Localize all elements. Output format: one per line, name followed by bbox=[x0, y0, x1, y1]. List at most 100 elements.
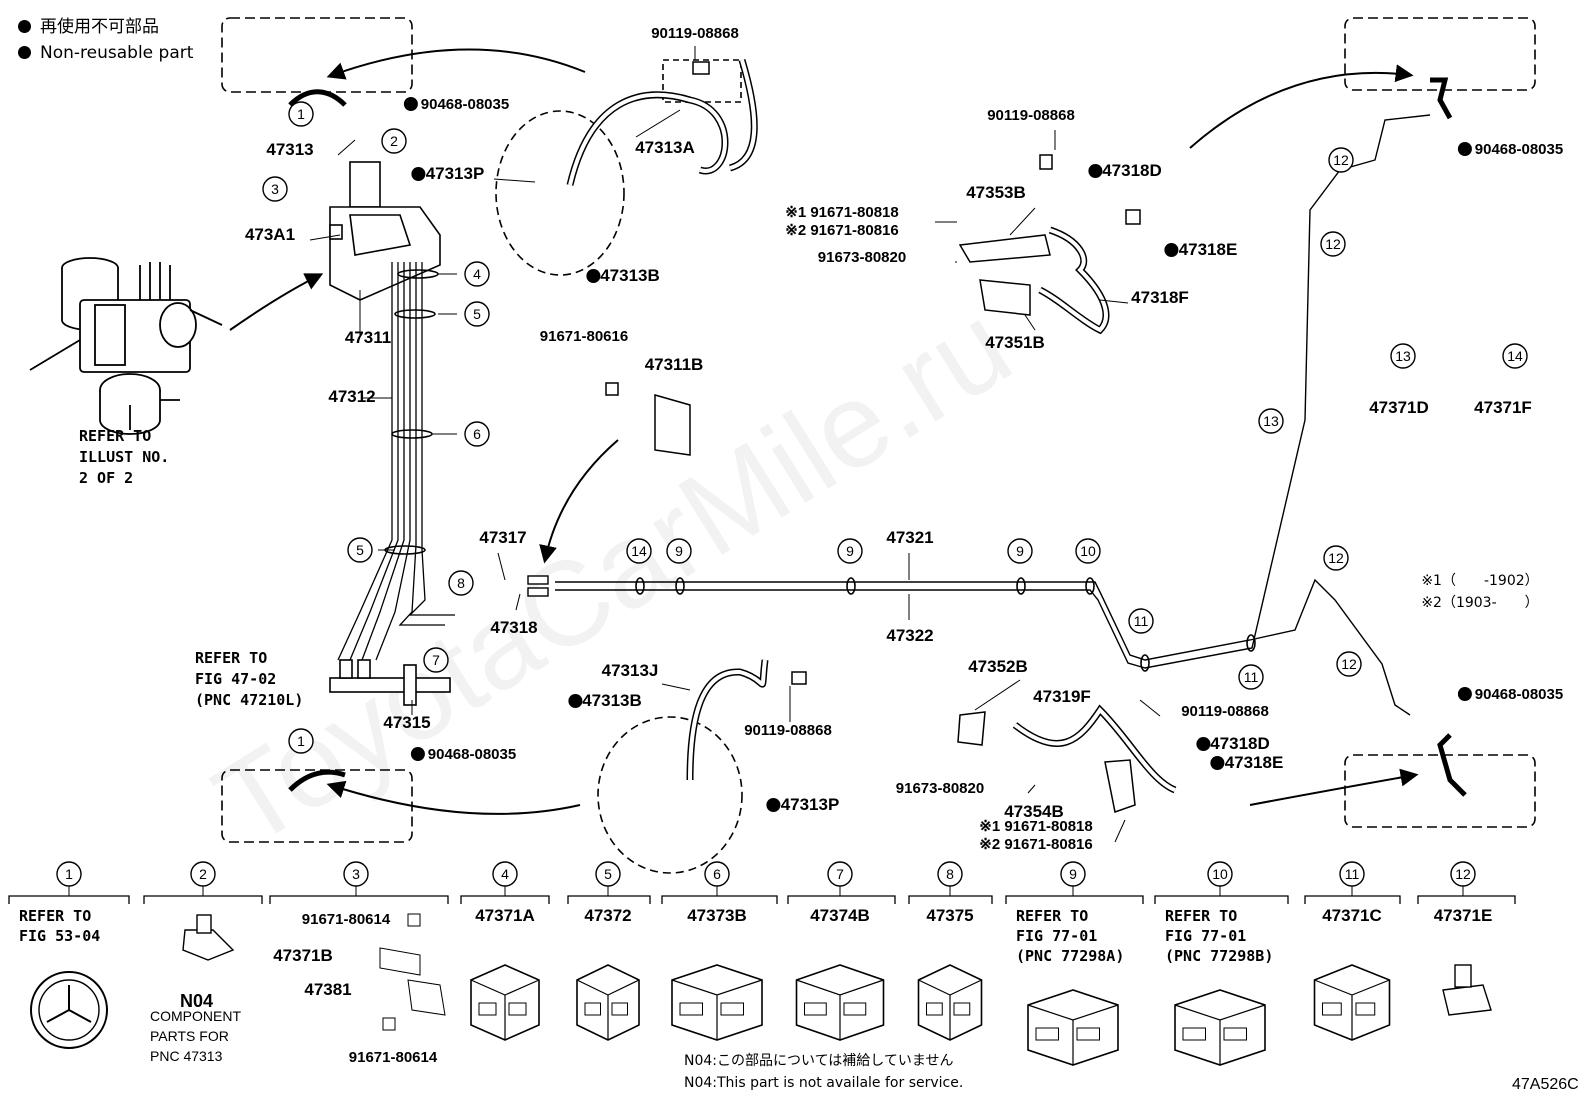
callout-number: 14 bbox=[1507, 348, 1523, 364]
part-number: 47371F bbox=[1474, 398, 1532, 417]
bolt-90119-c bbox=[1039, 154, 1053, 170]
table-sub-part: 91671-80614 bbox=[349, 1049, 438, 1066]
part-number: ※1（ -1902） bbox=[1421, 573, 1538, 589]
part-label: 90468-08035 bbox=[403, 96, 509, 113]
part-number: 47352B bbox=[968, 657, 1028, 676]
part-label: 47317 bbox=[479, 528, 526, 547]
figure-code: 47A526C bbox=[1512, 1076, 1579, 1093]
refer-note-line: ILLUST NO. bbox=[79, 448, 169, 466]
part-number: 47317 bbox=[479, 528, 526, 547]
callout-circle bbox=[1007, 538, 1033, 564]
part-number: 47318F bbox=[1131, 288, 1189, 307]
table-title: 47373B bbox=[687, 906, 747, 925]
pipe-clamps bbox=[635, 577, 1256, 672]
callout-number: 6 bbox=[713, 866, 721, 882]
part-label: 90468-08035 bbox=[1457, 141, 1563, 158]
junction-47315 bbox=[329, 659, 451, 706]
callout-number: 4 bbox=[501, 866, 509, 882]
callout-number: 5 bbox=[473, 306, 481, 322]
non-reusable-dot-icon bbox=[1457, 142, 1472, 156]
legend-line-en: Non-reusable part bbox=[18, 42, 193, 64]
part-label: 47353B bbox=[966, 183, 1026, 202]
table-sub-part: 47371B bbox=[273, 946, 333, 965]
callout-circle bbox=[837, 538, 863, 564]
parts-table-cell: 6 47373B bbox=[661, 861, 778, 1041]
callout-marker: 11 bbox=[1128, 608, 1154, 634]
callout-number: 5 bbox=[356, 542, 364, 558]
part-number: 90468-08035 bbox=[1475, 686, 1563, 703]
table-title: REFER TO bbox=[1165, 907, 1237, 925]
callout-number: 10 bbox=[1080, 543, 1096, 559]
refer-note-line: (PNC 47210L) bbox=[195, 691, 303, 709]
non-reusable-dot-icon bbox=[411, 167, 426, 181]
part-number: 90119-08868 bbox=[651, 25, 739, 42]
callout-number: 9 bbox=[675, 543, 683, 559]
legend-text-jp: 再使用不可部品 bbox=[40, 17, 159, 37]
callout-number: 11 bbox=[1244, 669, 1259, 685]
callout-circle bbox=[626, 538, 652, 564]
callout-number: 2 bbox=[199, 866, 207, 882]
bolt-icon bbox=[407, 913, 421, 927]
refer-note-line: REFER TO bbox=[195, 649, 267, 667]
bolt-91671 bbox=[605, 382, 619, 396]
leader-lines bbox=[309, 46, 1161, 843]
table-title: REFER TO bbox=[19, 907, 91, 925]
callout-circle bbox=[1336, 651, 1362, 677]
part-number: 47319F bbox=[1033, 687, 1091, 706]
callout-number: 3 bbox=[271, 181, 279, 197]
legend-text-en: Non-reusable part bbox=[40, 43, 194, 63]
callout-circle bbox=[347, 537, 373, 563]
callout-circle bbox=[381, 128, 407, 154]
table-title: 47371E bbox=[1434, 906, 1493, 925]
refer-note-line: 2 OF 2 bbox=[79, 469, 133, 487]
callout-circle bbox=[666, 538, 692, 564]
table-sub-text: N04 bbox=[180, 991, 213, 1011]
table-bracket bbox=[567, 895, 651, 904]
table-bracket bbox=[1005, 895, 1144, 904]
callout-marker: 8 bbox=[448, 570, 474, 596]
part-number: 47313 bbox=[266, 140, 313, 159]
callout-marker: 9 bbox=[1007, 538, 1033, 564]
part-number: 47318D bbox=[1102, 161, 1162, 180]
part-label: 90468-08035 bbox=[1457, 686, 1563, 703]
table-bracket bbox=[787, 895, 896, 904]
footnote-jp: N04:この部品については補給していません bbox=[684, 1053, 953, 1069]
part-number: 47311 bbox=[345, 328, 391, 347]
pipe-ends bbox=[288, 77, 1467, 797]
callout-marker: 5 bbox=[464, 301, 490, 327]
part-number: 47321 bbox=[886, 528, 933, 547]
part-number: 47353B bbox=[966, 183, 1026, 202]
bolt-icon bbox=[382, 1017, 396, 1031]
callout-marker: 2 bbox=[381, 128, 407, 154]
callout-number: 11 bbox=[1134, 613, 1149, 629]
callout-circle bbox=[464, 301, 490, 327]
part-number: 90119-08868 bbox=[1181, 703, 1269, 720]
part-number: 90119-08868 bbox=[744, 722, 832, 739]
part-number: 47354B bbox=[1004, 802, 1064, 821]
part-number: ※1 91671-80818 bbox=[979, 818, 1093, 835]
part-label: 47371F bbox=[1474, 398, 1532, 417]
callout-number: 9 bbox=[1016, 543, 1024, 559]
callout-number: 12 bbox=[1341, 656, 1357, 672]
part-label: 91671-80616 bbox=[540, 328, 628, 345]
callout-number: 3 bbox=[352, 866, 360, 882]
part-label: 47313A bbox=[635, 138, 695, 157]
table-bracket bbox=[460, 895, 550, 904]
part-label: 47318E bbox=[1164, 240, 1237, 259]
bracket-47352B bbox=[957, 711, 986, 746]
part-number: ※2（1903- ） bbox=[1421, 595, 1538, 611]
part-number: 47318E bbox=[1225, 753, 1284, 772]
table-sub-text: PARTS FOR bbox=[150, 1028, 229, 1044]
bolt-90119-b bbox=[791, 671, 807, 685]
part-number: 47322 bbox=[886, 626, 933, 645]
part-number: 47318E bbox=[1179, 240, 1238, 259]
connector-47317 bbox=[527, 575, 549, 597]
part-number: 47371D bbox=[1369, 398, 1429, 417]
part-number: 47313B bbox=[582, 691, 642, 710]
